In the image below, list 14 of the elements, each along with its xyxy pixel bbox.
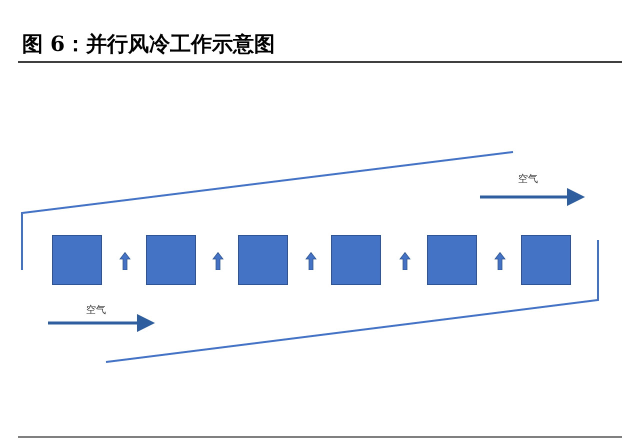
cell-block	[521, 235, 571, 285]
cell-block	[427, 235, 477, 285]
cell-block	[238, 235, 288, 285]
airflow-label: 空气	[518, 172, 538, 186]
airflow-arrow-icon	[399, 252, 411, 270]
cell-block	[52, 235, 102, 285]
airflow-arrow-icon	[212, 252, 224, 270]
cell-block	[146, 235, 196, 285]
airflow-arrow-icon	[305, 252, 317, 270]
airflow-arrow-icon	[119, 252, 131, 270]
figure-title: 图 6：并行风冷工作示意图	[22, 30, 275, 58]
cell-block	[331, 235, 381, 285]
airflow-label: 空气	[86, 304, 106, 317]
airflow-arrow-icon	[494, 252, 506, 270]
